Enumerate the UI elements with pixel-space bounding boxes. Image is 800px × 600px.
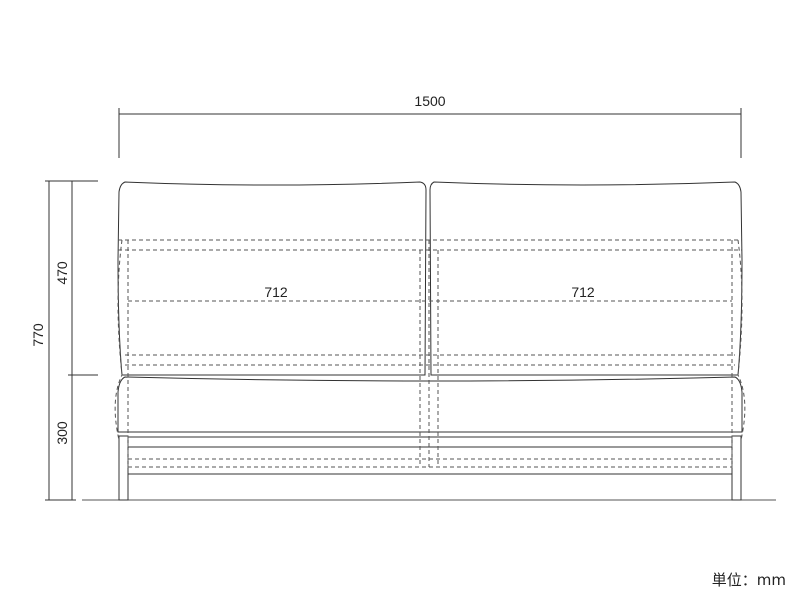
seat-cushion [117, 376, 743, 433]
back-height-label: 470 [54, 261, 70, 285]
leg-right [731, 435, 742, 501]
hidden-line-arm-right [737, 239, 746, 441]
seat-width-left-label: 712 [264, 284, 288, 300]
overall-height-label: 770 [30, 323, 46, 347]
overall-width-label: 1500 [414, 93, 445, 109]
seat-width-right-label: 712 [571, 284, 595, 300]
unit-label: 単位：mm [711, 571, 786, 589]
hidden-line-arm-left [114, 239, 123, 441]
back-cushion-right [429, 181, 743, 376]
leg-left [118, 435, 129, 501]
seat-height-label: 300 [54, 421, 70, 445]
back-cushion-left [117, 181, 427, 376]
